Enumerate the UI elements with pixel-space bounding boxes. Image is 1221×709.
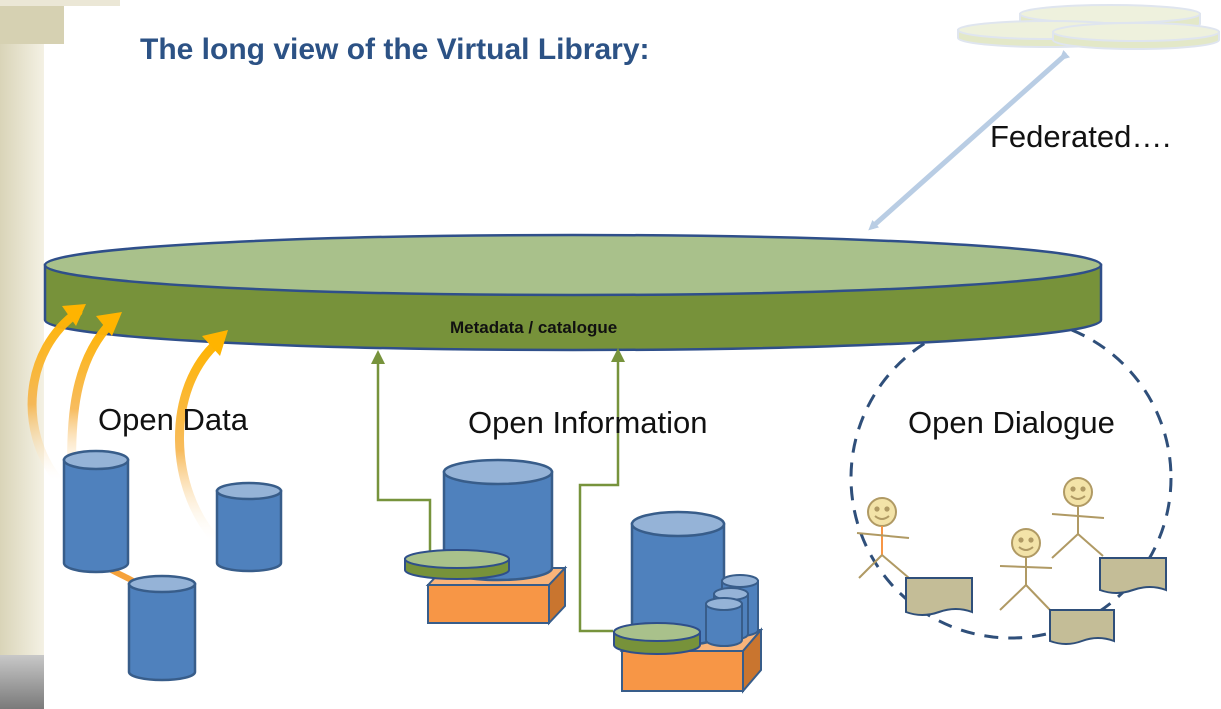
open-data-cylinders — [62, 449, 283, 682]
green-arrow — [578, 348, 625, 633]
dialogue-documents — [905, 557, 1167, 645]
federated-label: Federated…. — [990, 119, 1171, 154]
feed-arrow-head — [62, 304, 86, 326]
document-shape — [1099, 557, 1167, 594]
feed-arrow-head — [202, 330, 228, 356]
federated-disc — [1052, 22, 1220, 50]
person-figure — [1051, 477, 1105, 559]
feed-arrow — [27, 307, 83, 485]
federated-arrow — [868, 49, 1071, 231]
info-stack-left — [371, 350, 568, 626]
federated-discs — [957, 4, 1220, 50]
info-stack-right — [578, 348, 764, 694]
dialogue-people — [856, 477, 1105, 611]
open-data-label: Open Data — [98, 402, 249, 437]
feed-arrow-head — [96, 312, 122, 336]
metadata-record-disc — [613, 622, 701, 655]
database-cylinder — [215, 481, 283, 573]
metadata-disc — [43, 233, 1103, 352]
person-figure — [999, 528, 1053, 611]
metadata-record-disc — [404, 549, 510, 580]
database-cylinder — [127, 574, 197, 682]
database-cylinder — [62, 449, 130, 574]
slide-decoration — [0, 0, 120, 709]
metadata-label: Metadata / catalogue — [450, 318, 617, 337]
database-cylinder — [705, 597, 743, 647]
open-dialogue-label: Open Dialogue — [908, 405, 1115, 440]
slide-title: The long view of the Virtual Library: — [140, 33, 650, 66]
green-arrow — [371, 350, 432, 551]
document-shape — [1049, 609, 1115, 645]
document-shape — [905, 577, 973, 616]
feed-arrow — [175, 337, 223, 545]
open-information-label: Open Information — [468, 405, 708, 440]
person-figure — [856, 497, 910, 579]
